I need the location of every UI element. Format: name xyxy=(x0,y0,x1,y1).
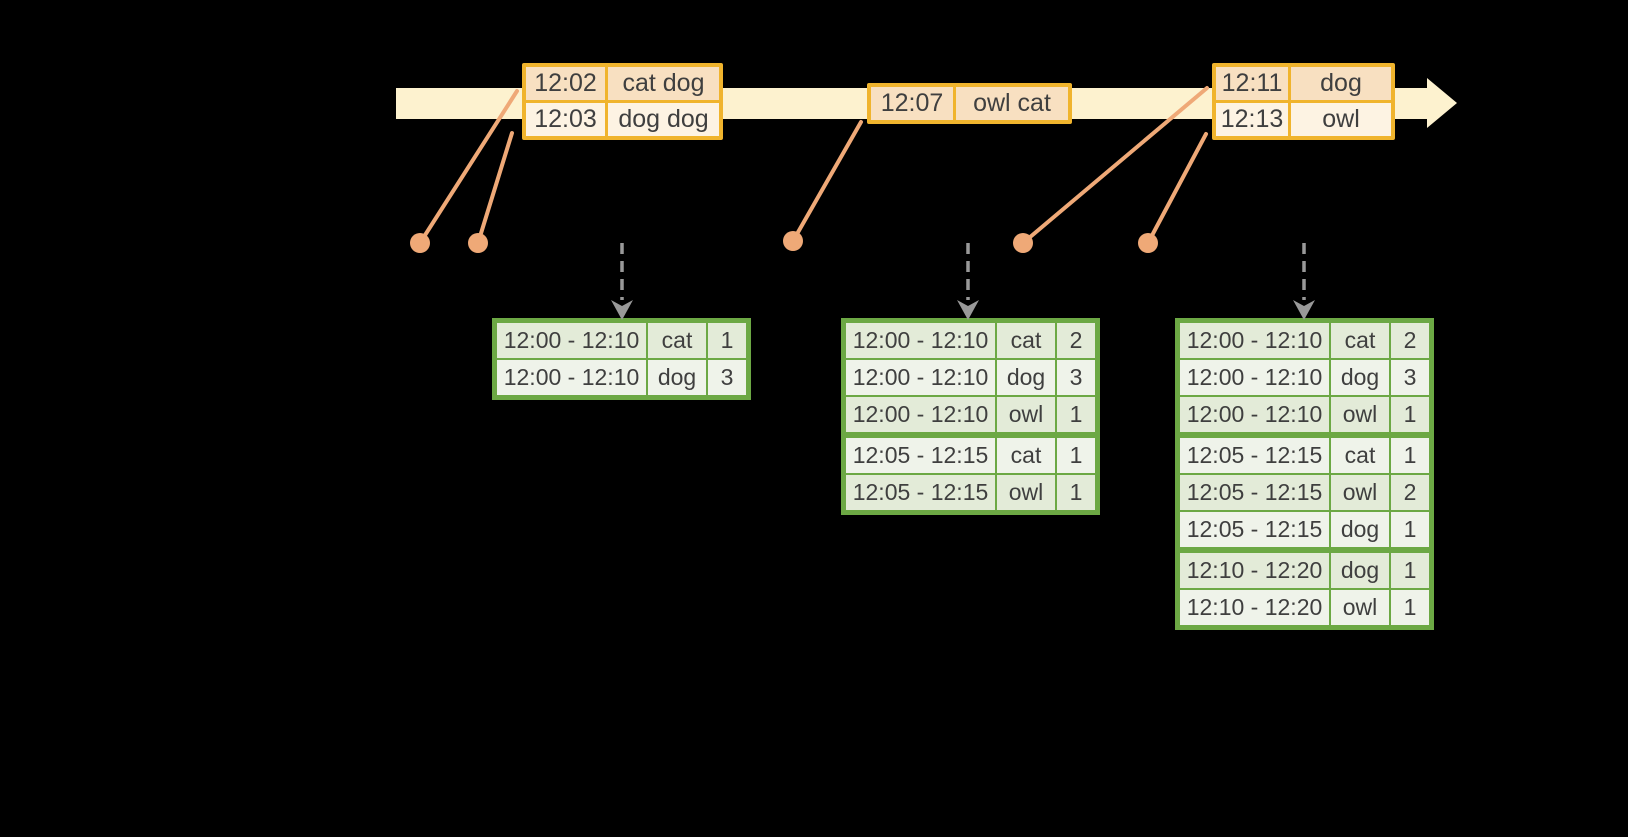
event-words-cell: dog dog xyxy=(608,103,719,136)
window-cell: 12:05 - 12:15 xyxy=(1180,512,1329,547)
window-cell: 12:10 - 12:20 xyxy=(1180,553,1329,588)
event-dot xyxy=(783,231,803,251)
count-cell: 2 xyxy=(1391,475,1429,510)
word-cell: owl xyxy=(1331,590,1389,625)
word-cell: dog xyxy=(997,360,1055,395)
count-cell: 3 xyxy=(1391,360,1429,395)
window-cell: 12:05 - 12:15 xyxy=(1180,475,1329,510)
event-dot xyxy=(1138,233,1158,253)
window-cell: 12:00 - 12:10 xyxy=(1180,360,1329,395)
connector-line xyxy=(1146,132,1208,245)
count-cell: 1 xyxy=(1057,397,1095,432)
word-cell: dog xyxy=(1331,512,1389,547)
window-cell: 12:00 - 12:10 xyxy=(846,323,995,358)
window-cell: 12:00 - 12:10 xyxy=(1180,323,1329,358)
window-cell: 12:05 - 12:15 xyxy=(846,438,995,473)
event-words-cell: dog xyxy=(1291,67,1391,100)
word-cell: owl xyxy=(1331,475,1389,510)
timeline-arrowhead-icon xyxy=(1427,78,1457,128)
event-words-cell: owl xyxy=(1291,103,1391,136)
down-arrow-icon xyxy=(1293,300,1315,320)
event-time-cell: 12:11 xyxy=(1216,67,1288,100)
event-time-cell: 12:07 xyxy=(871,87,953,120)
window-cell: 12:05 - 12:15 xyxy=(1180,438,1329,473)
window-cell: 12:00 - 12:10 xyxy=(846,360,995,395)
word-cell: owl xyxy=(997,475,1055,510)
word-cell: cat xyxy=(1331,323,1389,358)
connector-line xyxy=(791,120,863,243)
word-cell: cat xyxy=(1331,438,1389,473)
count-cell: 2 xyxy=(1391,323,1429,358)
word-cell: dog xyxy=(1331,553,1389,588)
down-arrow-icon xyxy=(957,300,979,320)
window-cell: 12:00 - 12:10 xyxy=(846,397,995,432)
event-dot xyxy=(468,233,488,253)
word-cell: dog xyxy=(648,360,706,395)
word-cell: cat xyxy=(997,323,1055,358)
event-words-cell: owl cat xyxy=(956,87,1068,120)
event-time-cell: 12:02 xyxy=(526,67,605,100)
count-cell: 1 xyxy=(1391,397,1429,432)
word-cell: owl xyxy=(1331,397,1389,432)
word-cell: dog xyxy=(1331,360,1389,395)
count-cell: 1 xyxy=(1391,553,1429,588)
count-cell: 1 xyxy=(1391,590,1429,625)
connector-line xyxy=(476,131,514,245)
count-cell: 1 xyxy=(1057,438,1095,473)
count-cell: 1 xyxy=(1057,475,1095,510)
event-words-cell: cat dog xyxy=(608,67,719,100)
word-cell: cat xyxy=(997,438,1055,473)
down-arrow-icon xyxy=(611,300,633,320)
word-cell: cat xyxy=(648,323,706,358)
window-cell: 12:00 - 12:10 xyxy=(497,360,646,395)
count-cell: 1 xyxy=(708,323,746,358)
window-cell: 12:00 - 12:10 xyxy=(497,323,646,358)
event-time-cell: 12:03 xyxy=(526,103,605,136)
event-dot xyxy=(1013,233,1033,253)
window-cell: 12:10 - 12:20 xyxy=(1180,590,1329,625)
word-cell: owl xyxy=(997,397,1055,432)
window-cell: 12:00 - 12:10 xyxy=(1180,397,1329,432)
count-cell: 2 xyxy=(1057,323,1095,358)
count-cell: 3 xyxy=(708,360,746,395)
event-dot xyxy=(410,233,430,253)
count-cell: 3 xyxy=(1057,360,1095,395)
window-cell: 12:05 - 12:15 xyxy=(846,475,995,510)
count-cell: 1 xyxy=(1391,438,1429,473)
event-time-cell: 12:13 xyxy=(1216,103,1288,136)
count-cell: 1 xyxy=(1391,512,1429,547)
